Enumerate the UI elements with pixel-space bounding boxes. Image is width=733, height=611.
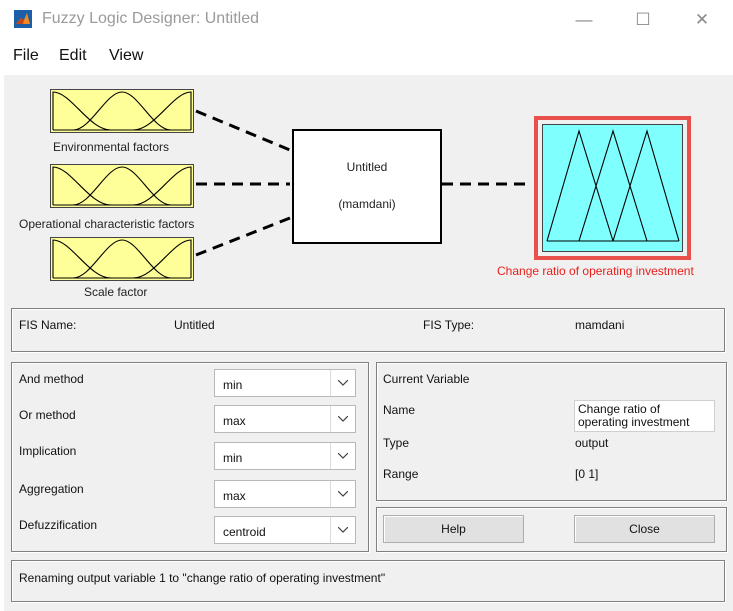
output-label: Change ratio of operating investment [497,264,694,278]
close-window-button[interactable]: ✕ [694,10,710,29]
maximize-button[interactable]: ☐ [635,10,651,29]
variable-type-value: output [575,436,609,450]
chevron-down-icon [330,517,355,543]
and-method-label: And method [19,372,84,386]
menu-file[interactable]: File [13,47,39,64]
input-label: Scale factor [84,285,148,299]
membership-functions-icon [52,91,192,131]
close-button[interactable]: Close [574,515,715,543]
dropdown-value: max [223,414,246,428]
menu-bar [0,40,733,72]
or-method-select[interactable]: max [214,405,356,433]
chevron-down-icon [330,443,355,469]
fis-info-frame [11,308,725,352]
matlab-icon [14,10,32,28]
variable-name-field[interactable]: Change ratio of operating investment [574,400,715,432]
fis-type-value: mamdani [575,318,625,332]
minimize-button[interactable]: — [575,10,593,29]
buttons-frame [376,507,727,552]
menu-edit[interactable]: Edit [59,47,87,64]
current-variable-frame [376,362,727,501]
or-method-label: Or method [19,408,76,422]
implication-label: Implication [19,444,77,458]
membership-functions-icon [546,129,680,242]
methods-frame [11,362,369,552]
chevron-down-icon [330,370,355,396]
help-button[interactable]: Help [383,515,524,543]
and-method-select[interactable]: min [214,369,356,397]
implication-select[interactable]: min [214,442,356,470]
variable-type-label: Type [383,436,410,450]
status-message: Renaming output variable 1 to "change ra… [19,571,386,585]
fis-type-label: FIS Type: [423,318,475,332]
dropdown-value: centroid [223,525,266,539]
current-variable-heading: Current Variable [383,372,470,386]
window-title: Fuzzy Logic Designer: Untitled [42,10,259,27]
system-type: (mamdani) [338,197,396,211]
input-variable-scale[interactable] [50,237,194,281]
title-bar [0,0,733,40]
input-label: Operational characteristic factors [19,217,195,231]
defuzzification-select[interactable]: centroid [214,516,356,544]
variable-name-label: Name [383,403,416,417]
fis-system-block[interactable] [292,129,442,244]
output-variable[interactable] [542,124,683,252]
dropdown-value: min [223,451,243,465]
dropdown-value: max [223,489,246,503]
fis-name-value: Untitled [174,318,215,332]
chevron-down-icon [330,481,355,507]
input-variable-operational[interactable] [50,164,194,208]
variable-range-value: [0 1] [575,467,599,481]
status-frame [11,560,725,602]
aggregation-label: Aggregation [19,482,84,496]
menu-view[interactable]: View [109,47,144,64]
fis-name-label: FIS Name: [19,318,77,332]
defuzzification-label: Defuzzification [19,518,98,532]
membership-functions-icon [52,166,192,206]
dropdown-value: min [223,378,243,392]
input-label: Environmental factors [53,140,170,154]
system-name: Untitled [346,160,388,174]
input-variable-environmental[interactable] [50,89,194,133]
aggregation-select[interactable]: max [214,480,356,508]
variable-range-label: Range [383,467,419,481]
membership-functions-icon [52,239,192,279]
chevron-down-icon [330,406,355,432]
